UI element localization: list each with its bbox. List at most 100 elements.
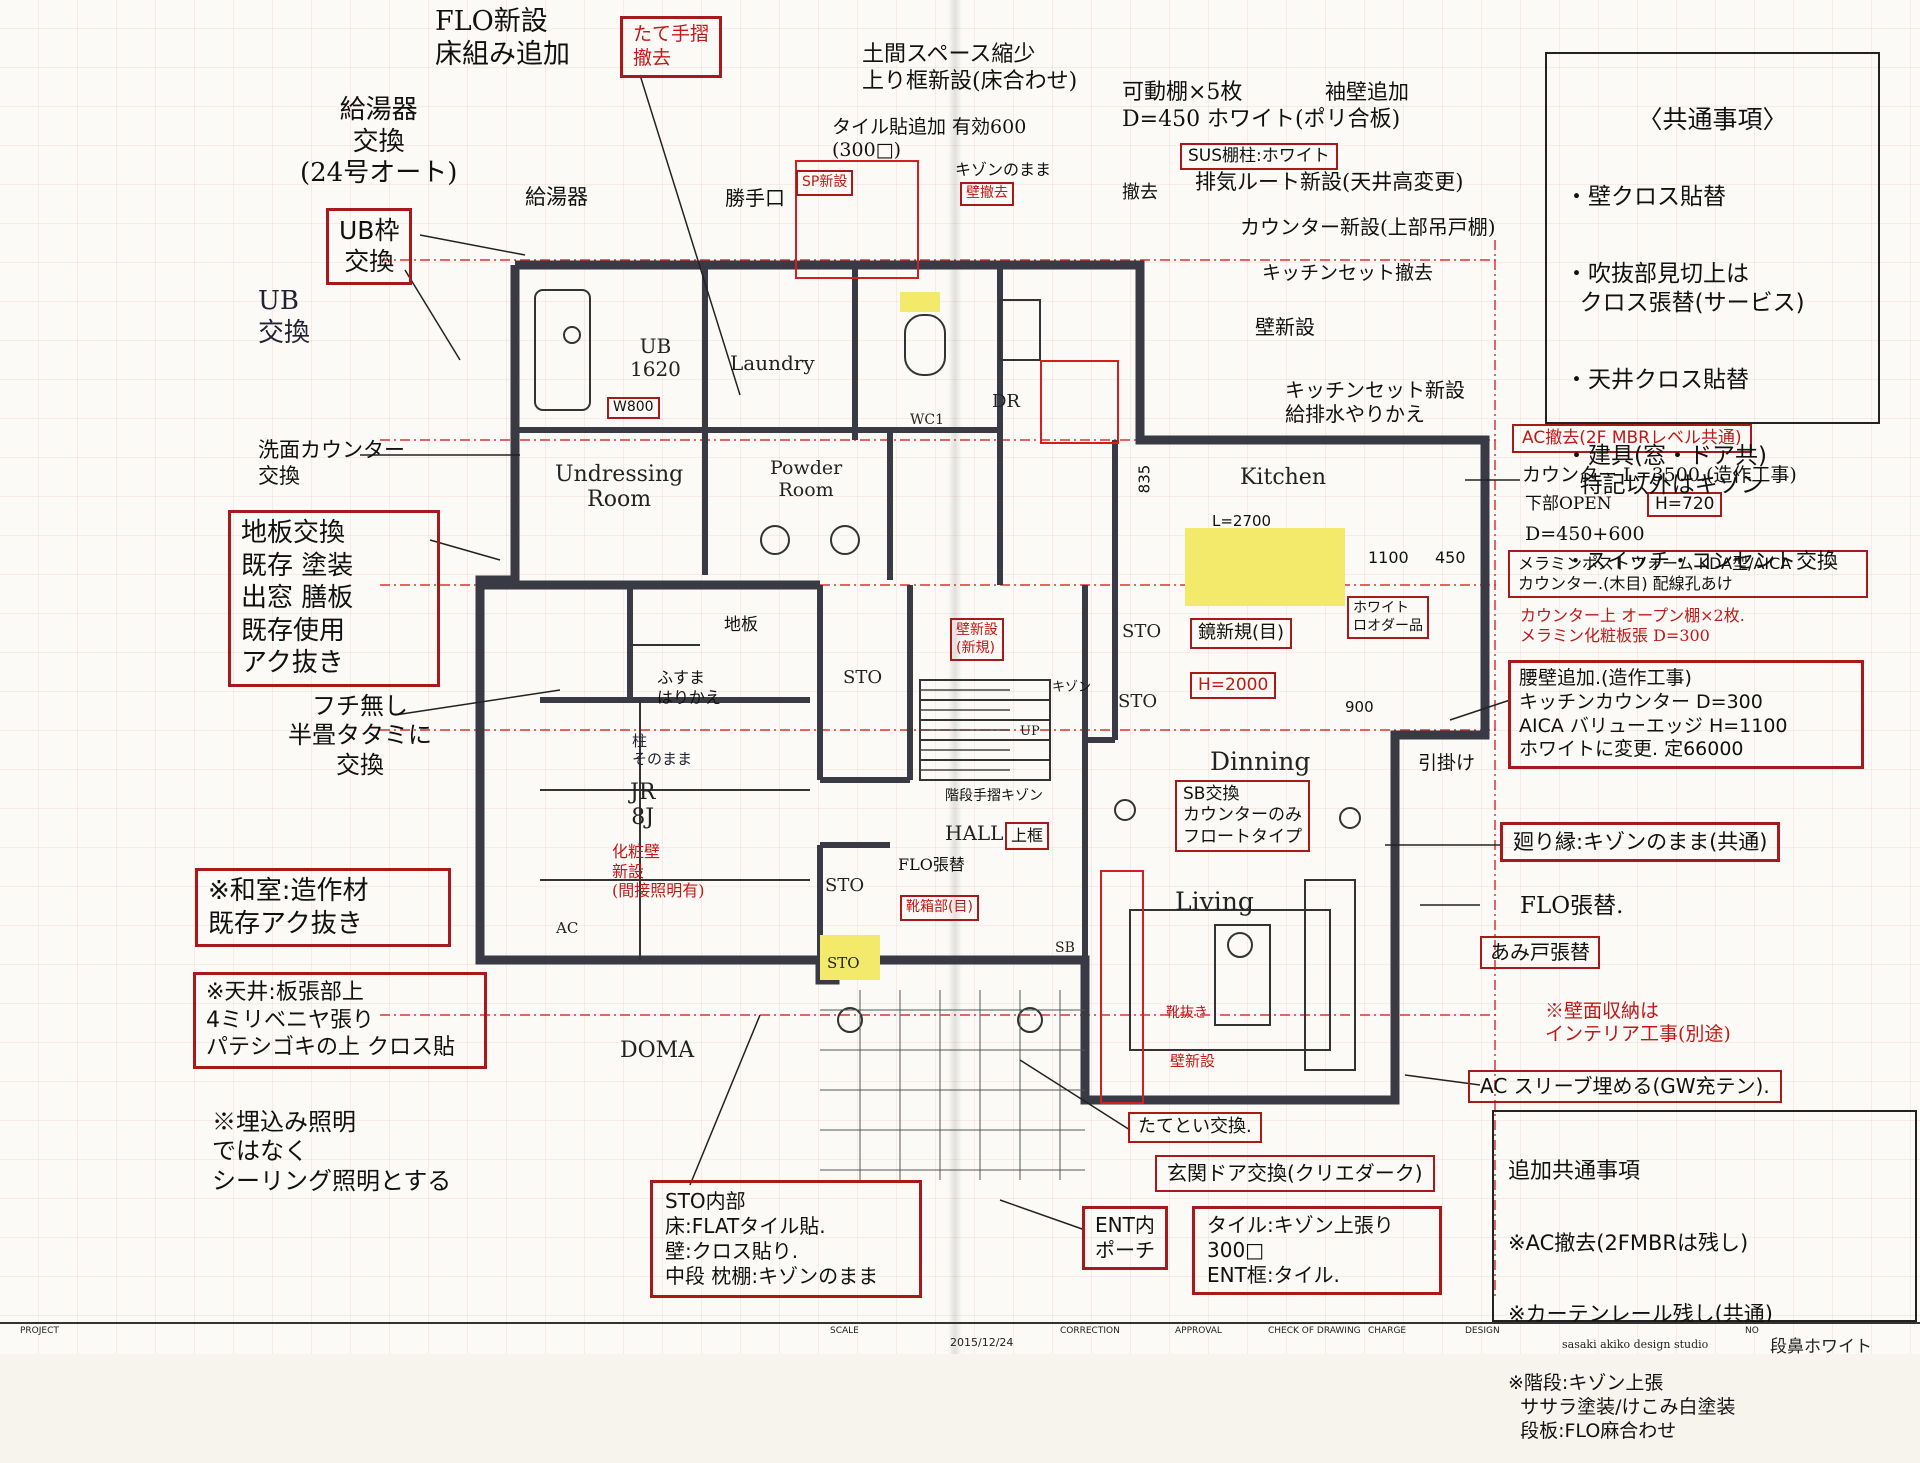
tb-check: CHECK OF DRAWING [1268, 1326, 1361, 1336]
note-ac-remove: AC撤去(2F MBRレベル共通) [1512, 424, 1752, 454]
tb-scale: SCALE [830, 1326, 859, 1336]
building-walls [475, 260, 1490, 1105]
note-ent-tile: タイル:キゾン上張り 300□ ENT框:タイル. [1192, 1206, 1442, 1295]
leader-lines [360, 74, 1520, 1231]
room-powder: Powder Room [770, 457, 843, 501]
note-sto-naibu: STO内部 床:FLATタイル貼. 壁:クロス貼り. 中段 枕棚:キゾンのまま [650, 1180, 922, 1298]
dim-1100: 1100 [1368, 548, 1409, 567]
note-kyuto-kokan: 給湯器 交換 (24号オート) [300, 95, 458, 189]
tb-sheet-title: 段鼻ホワイト [1770, 1337, 1872, 1357]
note-tesage: 撤去 [1122, 182, 1158, 203]
room-dinning: Dinning [1210, 747, 1311, 776]
add-common-item: ※階段:キゾン上張 ササラ塗装/けこみ白塗装 段板:FLO麻合わせ [1508, 1372, 1736, 1442]
tag-kabe-shinsetsu: 壁新設 (新規) [950, 618, 1004, 661]
note-ent-porch: ENT内 ポーチ [1082, 1206, 1168, 1270]
tag-wall-remove: 壁撤去 [960, 182, 1014, 206]
common-item: ・建具(窓・ドア共) 特記以外はキゾン [1565, 443, 1767, 498]
room-hall: HALL [945, 821, 1004, 845]
note-tile-add: タイル貼追加 有効600 (300□) [832, 116, 1027, 162]
dim-900: 900 [1345, 698, 1374, 716]
note-h720: H=720 [1647, 492, 1723, 518]
tb-no: NO [1745, 1326, 1759, 1336]
note-d450: D=450+600 [1525, 523, 1645, 545]
room-sto-5: STO [827, 954, 860, 972]
staircase [920, 689, 1010, 771]
tag-taparu: 上框 [1005, 822, 1050, 850]
room-ub: UB 1620 [630, 334, 681, 381]
note-hikikake: 引掛け [1418, 752, 1476, 774]
note-kidou-tana: 可動棚×5枚 D=450 ホワイト(ポリ合板) [1122, 80, 1401, 132]
kitchen-counter-highlight [1185, 528, 1345, 606]
note-kitchen-set-remove: キッチンセット撤去 [1262, 262, 1434, 284]
note-hekimen: ※壁面収納は インテリア工事(別途) [1545, 1000, 1731, 1046]
note-flo-new: FLO新設 床組み追加 [435, 6, 570, 70]
dim-l2700: L=2700 [1212, 512, 1272, 530]
tb-charge: CHARGE [1368, 1326, 1407, 1336]
tag-h2000: H=2000 [1190, 672, 1277, 700]
note-jiita: 地板交換 既存 塗装 出窓 膳板 既存使用 アク抜き [228, 510, 440, 687]
note-counter-new: カウンター新設(上部吊戸棚) [1240, 215, 1496, 239]
red-zone-kitchen-side [1040, 360, 1119, 444]
room-sto-2: STO [1122, 621, 1162, 642]
tb-project: PROJECT [20, 1326, 59, 1336]
note-tatete-handrail: たて手摺 撤去 [620, 16, 723, 78]
room-doma: DOMA [620, 1038, 695, 1063]
room-living: Living [1175, 887, 1254, 916]
note-kabu-open: 下部OPEN [1525, 494, 1612, 514]
note-sus-tana: SUS棚柱:ホワイト [1180, 143, 1338, 171]
tb-studio: sasaki akiko design studio [1562, 1338, 1709, 1351]
room-sto-1: STO [843, 667, 883, 688]
note-melamine: メラミンポストフォーム KDA型/AICA カウンター.(木目) 配線孔あけ [1508, 550, 1868, 598]
note-washitsu: ※和室:造作材 既存アク抜き [195, 868, 451, 947]
tb-correction: CORRECTION [1060, 1326, 1120, 1336]
red-zone-laundry [795, 160, 919, 279]
note-tatedoi: たてとい交換. [1128, 1112, 1262, 1143]
toilet-highlight [900, 292, 940, 312]
room-kitchen: Kitchen [1240, 465, 1326, 490]
note-fuchi-nashi: フチ無し 半畳タタミに 交換 [288, 692, 432, 779]
note-jiban: 地板 [724, 615, 758, 635]
tag-hotsume: ホワイト ロオダー品 [1347, 596, 1429, 639]
note-flo-hari: FLO張替 [898, 855, 965, 874]
tag-kagami: 鏡新規(目) [1190, 618, 1293, 649]
note-fusuma: ふすま はりかえ [657, 668, 722, 707]
room-sto-4: STO [825, 875, 865, 896]
tb-design: DESIGN [1465, 1326, 1500, 1336]
dim-835: 835 [1135, 464, 1154, 494]
note-tenjo-ita: ※天井:板張部上 4ミリベニヤ張り パテシゴキの上 クロス貼 [193, 972, 487, 1069]
note-doma-space: 土間スペース縮少 上り框新設(床合わせ) [862, 42, 1078, 94]
note-ub-waku: UB枠 交換 [326, 208, 413, 285]
drawing-sheet [0, 0, 1920, 1354]
note-sb-kokan: SB交換 カウンターのみ フロートタイプ [1175, 780, 1310, 852]
sto-highlight [820, 935, 880, 980]
floor-plan [360, 74, 1520, 1300]
note-flo-haritae: FLO張替. [1520, 893, 1624, 919]
interior-walls [515, 265, 1118, 1100]
room-laundry: Laundry [730, 351, 815, 375]
note-koshikabe: 腰壁追加.(造作工事) キッチンカウンター D=300 AICA バリューエッジ… [1508, 660, 1864, 769]
common-item: ・壁クロス貼替 [1565, 184, 1726, 211]
note-shinsetsu-kizon: キゾン [1052, 680, 1092, 695]
room-jr: JR 8J [630, 780, 656, 831]
dim-450: 450 [1435, 548, 1466, 567]
note-umekomi: ※埋込み照明 ではなく シーリング照明とする [212, 1108, 452, 1195]
room-up: UP [1020, 724, 1040, 739]
add-common-item: ※AC撤去(2FMBRは残し) [1508, 1230, 1749, 1255]
note-kutsu-nuki: 靴抜き [1166, 1005, 1208, 1021]
note-chair-rail: 階段手摺キゾン [945, 788, 1043, 804]
common-item: ・天井クロス貼替 [1565, 366, 1749, 393]
common-items-panel: 〈共通事項〉 ・壁クロス貼替 ・吹抜部見切上は クロス張替(サービス) ・天井ク… [1545, 52, 1880, 573]
note-kizon-mama: キゾンのまま [955, 160, 1052, 179]
room-sb: SB [1055, 940, 1075, 956]
note-haiki-route: 排気ルート新設(天井高変更) [1195, 170, 1464, 194]
doma-tile-grid [820, 990, 1085, 1180]
note-counter-l: カウンター L=3500.(造作工事) [1522, 464, 1797, 486]
note-senmen-counter: 洗面カウンター 交換 [258, 438, 405, 488]
red-zone-entrance [1100, 870, 1144, 1104]
tag-laundry-panel: SP新設 [796, 170, 854, 196]
add-common-item: ※カーテンレール残し(共通) [1508, 1301, 1773, 1326]
note-kabe-tsukuri: 壁新設 [1170, 1052, 1216, 1070]
note-sode-kabe: 袖壁追加 [1325, 80, 1409, 104]
note-kyutoki: 給湯器 [525, 185, 588, 209]
page-fold [948, 0, 962, 1354]
